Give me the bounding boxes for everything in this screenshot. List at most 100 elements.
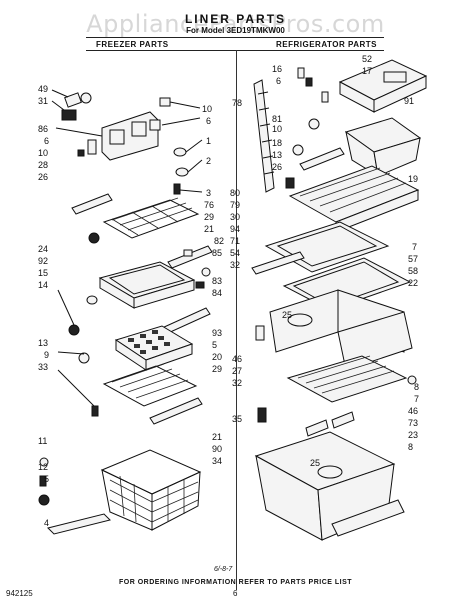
callout-label: 84 [212,288,222,298]
callout-label: 46 [408,406,418,416]
callout-label: 21 [204,224,214,234]
freezer-ice-bin [86,261,196,309]
callout-label: 33 [38,362,48,372]
crisper-drawer-lower [254,431,405,541]
callout-label: 5 [212,340,217,350]
callout-label: 34 [212,456,222,466]
callout-label: 49 [38,84,48,94]
callout-label: 82 [214,236,224,246]
callout-label: 85 [212,248,222,258]
callout-label: 26 [272,162,282,172]
page-number: 6 [233,589,238,598]
crisper-drawer-upper [269,289,413,371]
callout-label: 52 [362,54,372,64]
callout-label: 57 [408,254,418,264]
callout-label: 10 [38,148,48,158]
callout-label: 7 [414,394,419,404]
callout-label: 23 [408,430,418,440]
callout-label: 28 [38,160,48,170]
callout-label: 46 [232,354,242,364]
callout-label: 94 [230,224,240,234]
fridge-glass-shelf-lower [286,355,408,403]
callout-label: 8 [414,382,419,392]
callout-label: 31 [38,96,48,106]
callout-label: 4 [44,518,49,528]
callout-label: 80 [230,188,240,198]
callout-label: 83 [212,276,222,286]
fridge-shelf-brackets [285,144,345,189]
callout-label: 13 [38,338,48,348]
callout-label: 29 [212,364,222,374]
revision-mark: 6/-8-7 [214,566,233,573]
callout-label: 9 [44,350,49,360]
fridge-upper-fasteners [297,67,329,130]
freezer-bracket-parts [77,97,201,157]
freezer-wire-shelf-upper [71,193,200,244]
callout-label: 32 [230,260,240,270]
callout-label: 76 [204,200,214,210]
callout-label: 32 [232,378,242,388]
section-divider [236,50,237,590]
callout-label: 24 [38,244,48,254]
callout-label: 6 [44,136,49,146]
callout-label: 1 [206,136,211,146]
callout-label: 10 [202,104,212,114]
callout-label: 6 [276,76,281,86]
callout-label: 93 [212,328,222,338]
callout-label: 5 [44,474,49,484]
callout-label: 91 [404,96,414,106]
callout-label: 11 [38,436,47,446]
callout-label: 19 [408,174,418,184]
callout-label: 54 [230,248,240,258]
callout-label: 81 [272,114,282,124]
ice-cube-tray [114,325,194,371]
callout-label: 20 [212,352,222,362]
callout-label: 78 [232,98,242,108]
callout-label: 58 [408,266,418,276]
freezer-clip-parts [173,139,203,195]
watermark: AppliancePartsPros.com [86,10,385,38]
callout-label: 35 [232,414,242,424]
callout-label: 2 [206,156,211,166]
callout-label: 18 [272,138,282,148]
refrigerator-section-label: REFRIGERATOR PARTS [276,40,378,49]
diagram-title: LINER PARTS [184,12,287,26]
diagram-code: 942125 [6,589,33,598]
callout-label: 12 [38,462,48,472]
diagram-subtitle: For Model 3ED19TMKW00 [186,26,285,35]
callout-label: 73 [408,418,418,428]
fridge-upper-bin [344,117,422,178]
callout-label: 21 [212,432,222,442]
callout-label: 25 [282,310,292,320]
freezer-control-housing [55,111,159,161]
callout-label: 10 [272,124,282,134]
callout-label: 3 [206,188,211,198]
callout-label: 6 [206,116,211,126]
fridge-mid-fasteners [255,325,417,423]
callout-label: 14 [38,280,48,290]
callout-label: 8 [408,442,413,452]
callout-label: 15 [38,268,48,278]
crisper-drawer-supports [305,411,355,437]
callout-label: 71 [230,236,240,246]
freezer-shelf-rail [167,245,213,289]
freezer-small-fasteners [57,289,99,417]
callout-label: 86 [38,124,48,134]
callout-label: 17 [362,66,372,76]
header-rule-bottom [86,50,384,51]
freezer-wire-basket [100,449,202,531]
callout-label: 26 [38,172,48,182]
callout-label: 13 [272,150,282,160]
header-rule-top [86,37,384,38]
fridge-glass-shelf-middle [251,221,390,275]
callout-label: 27 [232,366,242,376]
callout-label: 16 [272,64,282,74]
basket-slide-rail [38,457,111,535]
callout-label: 22 [408,278,418,288]
callout-label: 29 [204,212,214,222]
callout-label: 30 [230,212,240,222]
callout-label: 7 [412,242,417,252]
